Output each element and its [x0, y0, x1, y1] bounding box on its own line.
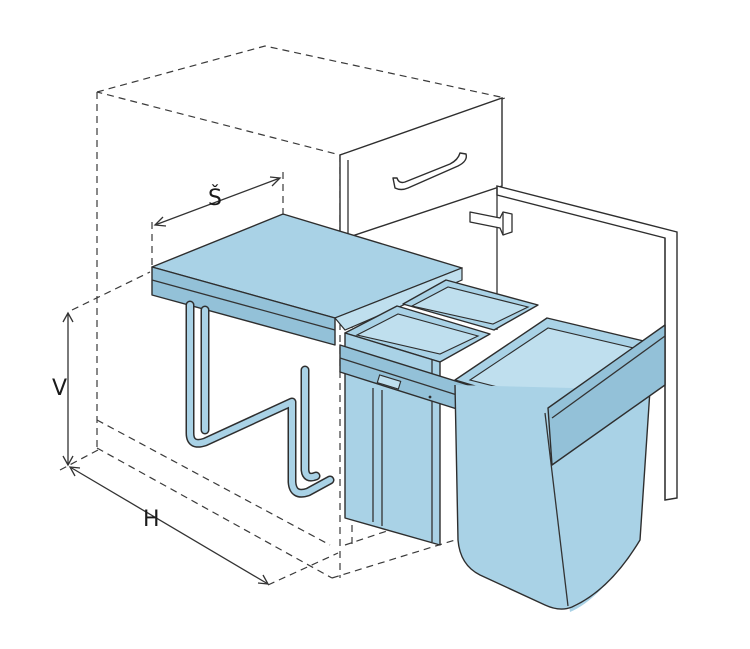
wire-frame	[185, 300, 335, 498]
door-hinge-icon	[469, 211, 513, 236]
width-label: Š	[208, 185, 222, 211]
depth-label: H	[143, 507, 160, 532]
depth-dimension	[68, 466, 339, 586]
drawer-front	[339, 97, 503, 241]
height-dimension	[59, 271, 151, 471]
drawer-handle-icon	[392, 152, 468, 191]
cabinet-door	[469, 185, 678, 501]
bin-lid	[151, 213, 463, 346]
large-bin	[454, 317, 666, 612]
height-label: V	[52, 376, 67, 401]
width-dimension	[151, 172, 284, 270]
